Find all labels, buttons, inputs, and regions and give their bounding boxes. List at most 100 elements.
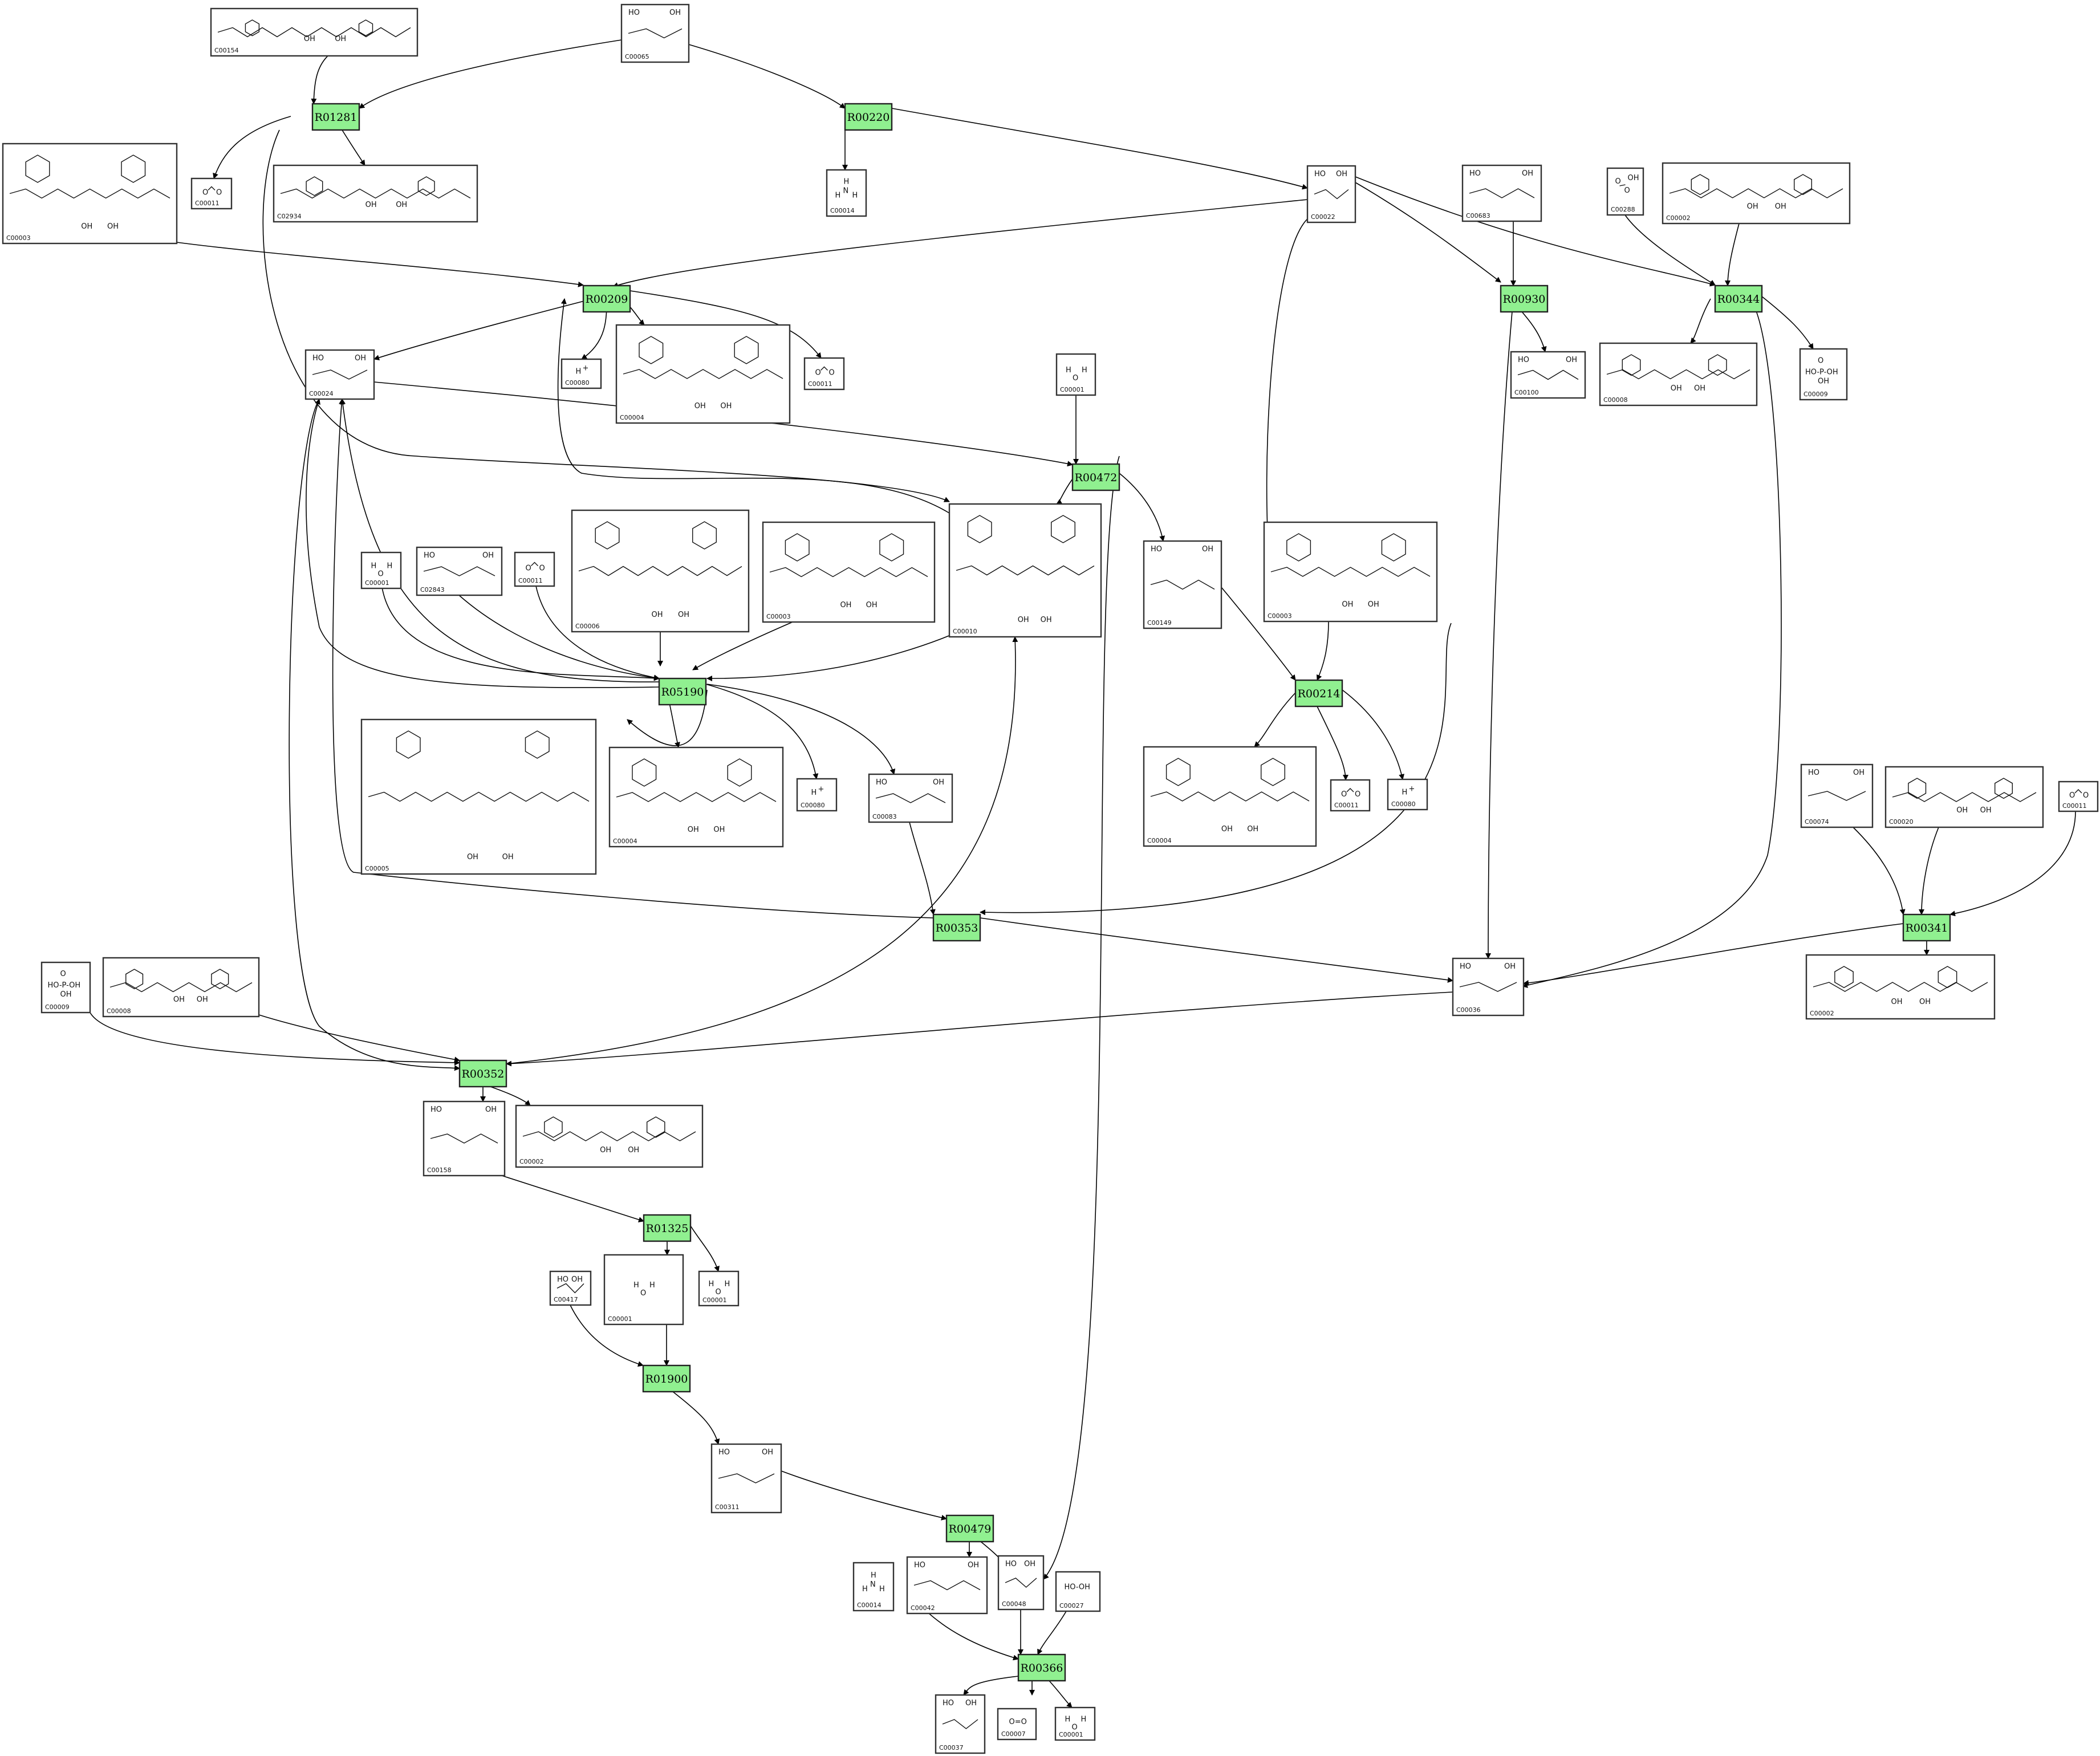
compound-box[interactable] xyxy=(1510,351,1586,399)
reaction-box[interactable] xyxy=(1071,463,1120,491)
compound-box[interactable] xyxy=(1606,167,1644,216)
compound-box[interactable] xyxy=(1461,164,1542,222)
compound-box[interactable] xyxy=(1884,766,2044,828)
reaction-box[interactable] xyxy=(642,1364,691,1393)
compound-box[interactable] xyxy=(1799,348,1848,401)
compound-C00080[interactable]: H+C00080 xyxy=(1387,778,1428,811)
compound-C00080[interactable]: H+C00080 xyxy=(796,778,838,812)
reaction-box[interactable] xyxy=(582,284,631,313)
reaction-R01900[interactable]: R01900 xyxy=(642,1364,691,1393)
compound-box[interactable] xyxy=(423,1100,506,1177)
compound-box[interactable] xyxy=(1143,746,1317,847)
reaction-R01325[interactable]: R01325 xyxy=(643,1214,692,1242)
reaction-R00209[interactable]: R00209 xyxy=(582,284,631,313)
compound-box[interactable] xyxy=(2,143,178,245)
reaction-box[interactable] xyxy=(643,1214,692,1242)
reaction-R00479[interactable]: R00479 xyxy=(945,1514,994,1543)
reaction-R05190[interactable]: R05190 xyxy=(658,677,707,706)
reaction-box[interactable] xyxy=(844,103,893,131)
compound-box[interactable] xyxy=(698,1270,740,1307)
compound-box[interactable] xyxy=(514,551,555,587)
reaction-box[interactable] xyxy=(1500,284,1549,313)
compound-box[interactable] xyxy=(1263,521,1438,623)
reaction-box[interactable] xyxy=(932,913,981,942)
reaction-box[interactable] xyxy=(1902,913,1951,942)
compound-box[interactable] xyxy=(1143,540,1222,629)
compound-box[interactable] xyxy=(40,961,91,1014)
compound-box[interactable] xyxy=(1387,778,1428,811)
reaction-box[interactable] xyxy=(658,677,707,706)
compound-box[interactable] xyxy=(796,778,838,812)
reaction-R00352[interactable]: R00352 xyxy=(458,1059,507,1088)
compound-box[interactable] xyxy=(2058,781,2099,812)
reaction-box[interactable] xyxy=(458,1059,507,1088)
reaction-R00366[interactable]: R00366 xyxy=(1017,1653,1066,1682)
compound-box[interactable] xyxy=(416,546,503,596)
reaction-box[interactable] xyxy=(1294,679,1343,708)
compound-box[interactable] xyxy=(1054,1706,1096,1741)
compound-box[interactable] xyxy=(852,1562,895,1612)
compound-box[interactable] xyxy=(273,164,478,223)
reaction-R00214[interactable]: R00214 xyxy=(1294,679,1343,708)
compound-box[interactable] xyxy=(868,773,953,823)
reaction-box[interactable] xyxy=(945,1514,994,1543)
compound-box[interactable] xyxy=(608,746,784,848)
reaction-box[interactable] xyxy=(311,103,360,131)
compound-box[interactable] xyxy=(360,551,402,590)
compound-box[interactable] xyxy=(560,358,602,389)
compound-box[interactable] xyxy=(906,1556,988,1615)
compound-box[interactable] xyxy=(615,324,791,424)
compound-box[interactable] xyxy=(997,1708,1037,1741)
compound-box[interactable] xyxy=(1330,779,1371,812)
reaction-box[interactable] xyxy=(1017,1653,1066,1682)
compound-box[interactable] xyxy=(603,1254,684,1326)
compound-box[interactable] xyxy=(360,718,597,875)
reaction-box[interactable] xyxy=(1714,284,1763,313)
compound-C00080[interactable]: H+C00080 xyxy=(560,358,602,389)
compound-box[interactable] xyxy=(803,357,845,391)
reaction-R01281[interactable]: R01281 xyxy=(311,103,360,131)
reaction-R00472[interactable]: R00472 xyxy=(1071,463,1120,491)
compound-box[interactable] xyxy=(190,177,233,210)
